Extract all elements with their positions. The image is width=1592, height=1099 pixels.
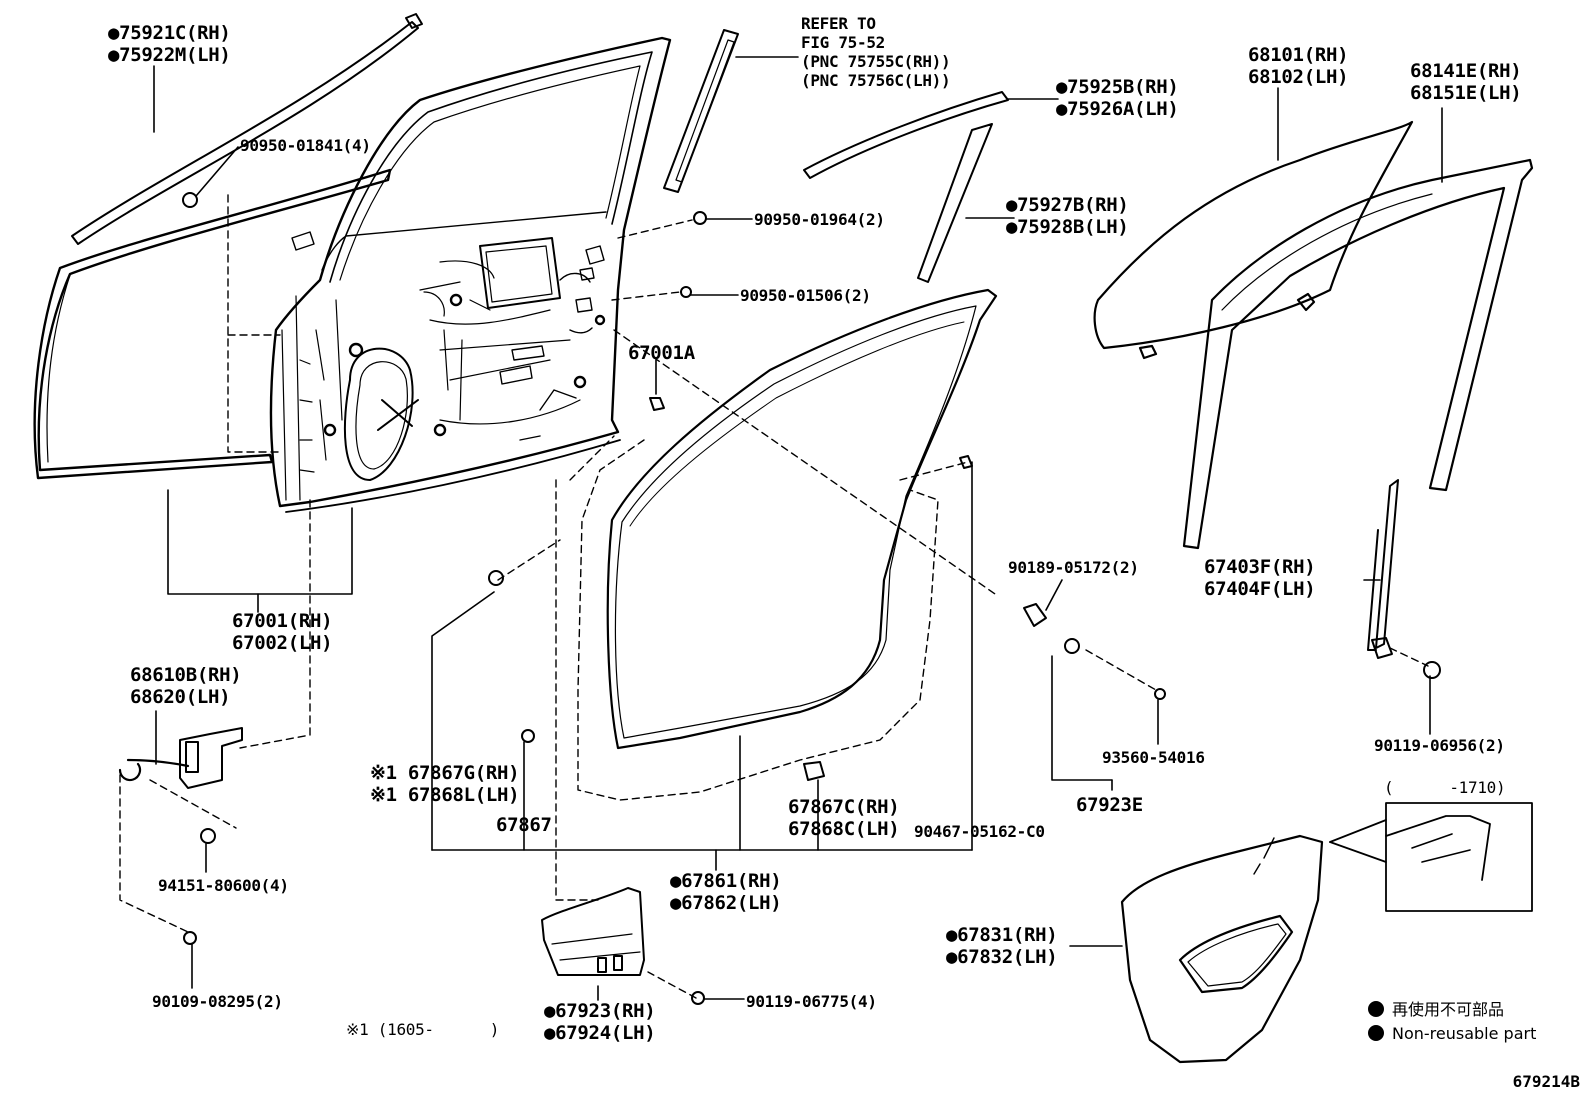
label-67867: 67867: [496, 814, 552, 836]
inset-detail: [1330, 803, 1532, 911]
non-reusable-dot-icon: [1368, 1001, 1384, 1017]
label-line: ※1 67867G(RH): [370, 762, 520, 784]
door-weatherstrip: [608, 290, 996, 748]
label-90950-01506: 90950-01506(2): [740, 286, 871, 305]
legend-en: Non-reusable part: [1368, 1022, 1536, 1046]
label-line: 67403F(RH): [1204, 556, 1316, 578]
label-90467: 90467-05162-C0: [914, 822, 1045, 841]
label-line: 68151E(LH): [1410, 82, 1522, 104]
label-line: (PNC 75755C(RH)): [801, 52, 951, 71]
legend-jp: 再使用不可部品: [1368, 998, 1536, 1022]
label-line: 67001(RH): [232, 610, 333, 632]
outside-moulding-strip: [72, 14, 422, 244]
label-67001A: 67001A: [628, 342, 695, 364]
label-line: 68101(RH): [1248, 44, 1349, 66]
label-67831: ●67831(RH) ●67832(LH): [946, 924, 1058, 968]
label-67001: 67001(RH) 67002(LH): [232, 610, 333, 654]
label-line: ●75925B(RH): [1056, 76, 1179, 98]
label-line: ●67832(LH): [946, 946, 1058, 968]
label-90950-01841: 90950-01841(4): [240, 136, 371, 155]
label-67923E: 67923E: [1076, 794, 1143, 816]
door-frame-inner: [271, 38, 670, 512]
label-line: ●67923(RH): [544, 1000, 656, 1022]
label-line: (PNC 75756C(LH)): [801, 71, 951, 90]
non-reusable-dot-icon: [1368, 1025, 1384, 1041]
label-line: ※1 67868L(LH): [370, 784, 520, 806]
label-67923: ●67923(RH) ●67924(LH): [544, 1000, 656, 1044]
lower-trim-panel: [542, 888, 644, 975]
label-line: 68141E(RH): [1410, 60, 1522, 82]
label-refer-to: REFER TO FIG 75-52 (PNC 75755C(RH)) (PNC…: [801, 14, 951, 90]
label-90950-01964: 90950-01964(2): [754, 210, 885, 229]
legend: 再使用不可部品 Non-reusable part: [1368, 998, 1536, 1046]
label-line: 68610B(RH): [130, 664, 242, 686]
label-67861: ●67861(RH) ●67862(LH): [670, 870, 782, 914]
door-trim-board: [1122, 836, 1322, 1062]
label-1710: ( -1710): [1384, 778, 1506, 797]
label-90189: 90189-05172(2): [1008, 558, 1139, 577]
label-90119-06956: 90119-06956(2): [1374, 736, 1505, 755]
glass-run: [1184, 160, 1532, 548]
label-94151: 94151-80600(4): [158, 876, 289, 895]
label-line: 68620(LH): [130, 686, 231, 708]
label-68101: 68101(RH) 68102(LH): [1248, 44, 1349, 88]
label-67403: 67403F(RH) 67404F(LH): [1204, 556, 1316, 600]
label-line: ●75928B(LH): [1006, 216, 1129, 238]
belt-mouldings: [664, 30, 1008, 282]
label-line: ●67862(LH): [670, 892, 782, 914]
label-line: REFER TO: [801, 14, 876, 33]
label-90109: 90109-08295(2): [152, 992, 283, 1011]
door-check: [120, 728, 242, 788]
label-67867C: 67867C(RH) 67868C(LH): [788, 796, 900, 840]
label-line: ●67861(RH): [670, 870, 782, 892]
outer-door-panel: [35, 170, 390, 478]
label-line: ●75927B(RH): [1006, 194, 1129, 216]
label-67867G: ※1 67867G(RH) ※1 67868L(LH): [370, 762, 520, 806]
legend-jp-text: 再使用不可部品: [1392, 1000, 1505, 1019]
label-75927: ●75927B(RH) ●75928B(LH): [1006, 194, 1129, 238]
label-line: 68102(LH): [1248, 66, 1349, 88]
label-75921: ●75921C(RH) ●75922M(LH): [108, 22, 231, 66]
rear-lower-sash: [1368, 480, 1398, 658]
figure-id: 679214B: [1512, 1072, 1580, 1091]
label-line: ●67831(RH): [946, 924, 1058, 946]
label-line: 67002(LH): [232, 632, 333, 654]
dashed-guides: [120, 195, 1428, 998]
label-93560: 93560-54016: [1102, 748, 1205, 767]
label-line: 67868C(LH): [788, 818, 900, 840]
label-line: ●67924(LH): [544, 1022, 656, 1044]
label-line: ●75926A(LH): [1056, 98, 1179, 120]
legend-en-text: Non-reusable part: [1392, 1024, 1537, 1043]
leader-lines: [154, 57, 1442, 1000]
door-glass: [1095, 122, 1412, 358]
label-68610: 68610B(RH) 68620(LH): [130, 664, 242, 708]
label-line: 67867C(RH): [788, 796, 900, 818]
label-line: ●75922M(LH): [108, 44, 231, 66]
label-75925: ●75925B(RH) ●75926A(LH): [1056, 76, 1179, 120]
label-line: 67404F(LH): [1204, 578, 1316, 600]
note-1605: ※1 (1605- ): [346, 1020, 500, 1039]
label-line: ●75921C(RH): [108, 22, 231, 44]
label-68141: 68141E(RH) 68151E(LH): [1410, 60, 1522, 104]
label-90119-06775: 90119-06775(4): [746, 992, 877, 1011]
label-line: FIG 75-52: [801, 33, 885, 52]
